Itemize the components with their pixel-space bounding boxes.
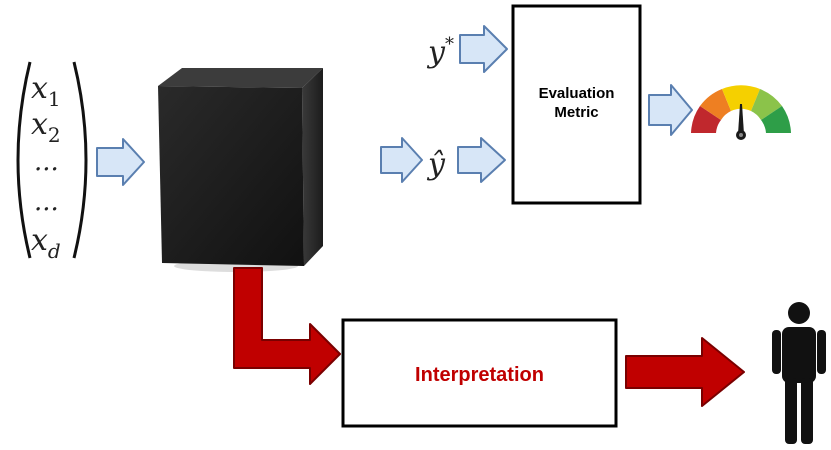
evaluation-line2: Metric — [554, 104, 598, 121]
arrow-prediction-to-metric — [457, 137, 506, 183]
predicted-label: ŷ — [426, 147, 446, 182]
person-silhouette-icon — [772, 302, 826, 444]
arrow-model-to-prediction — [380, 137, 423, 183]
arrow-model-to-interpretation — [233, 267, 341, 385]
left-parenthesis — [16, 61, 32, 259]
arrow-interpretation-to-person — [625, 337, 745, 407]
gauge-meter-icon — [691, 85, 791, 140]
arrow-true-to-metric — [459, 25, 508, 73]
input-ellipsis-1: ... — [34, 147, 59, 177]
input-ellipsis-2: ... — [34, 187, 59, 217]
cube-top — [158, 68, 323, 88]
evaluation-metric-box: Evaluation Metric — [511, 4, 642, 205]
evaluation-line1: Evaluation — [539, 85, 615, 102]
cube-front — [158, 86, 304, 266]
input-xd: xd — [31, 223, 61, 263]
true-label: y* — [426, 34, 454, 70]
right-parenthesis — [72, 61, 88, 259]
cube-side — [302, 68, 323, 266]
input-x1: x1 — [31, 71, 61, 111]
black-box-model — [158, 68, 323, 272]
arrow-input-to-model — [96, 138, 145, 186]
input-vector: x1 x2 ... ... xd — [16, 61, 88, 263]
interpretation-box: Interpretation — [341, 318, 618, 428]
interpretation-label: Interpretation — [415, 364, 544, 386]
arrow-metric-to-gauge — [648, 84, 693, 136]
gauge-needle — [738, 104, 744, 134]
input-x2: x2 — [31, 107, 61, 147]
